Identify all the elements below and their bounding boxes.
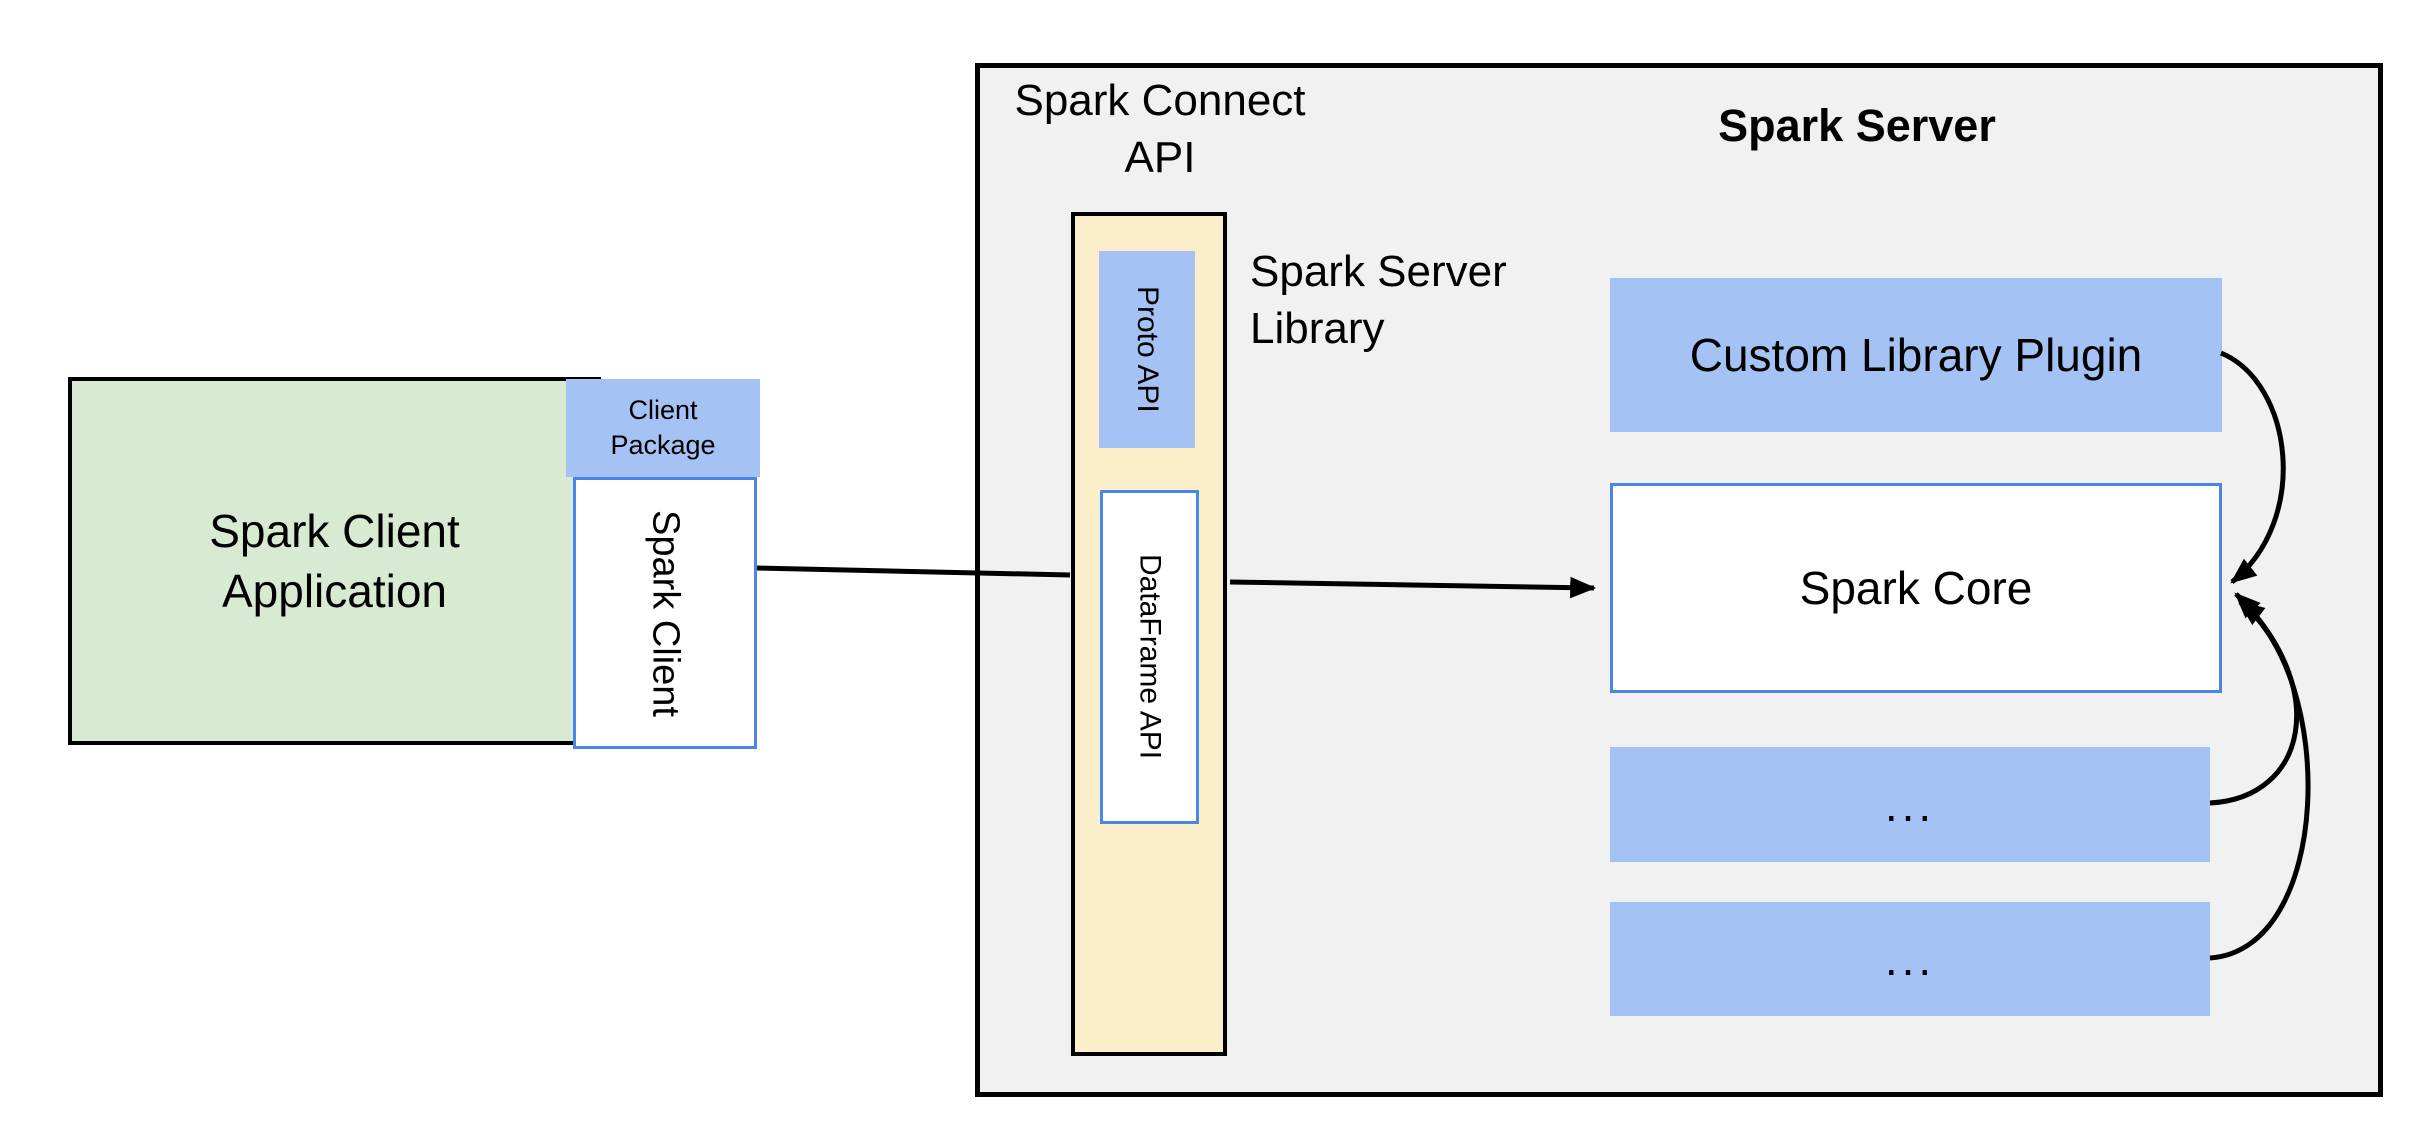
client-package-label-line2: Package xyxy=(610,430,716,460)
spark-server-title: Spark Server xyxy=(1718,100,1996,151)
spark-client-label: Spark Client xyxy=(644,509,687,717)
more-plugins-box-1: ... xyxy=(1610,747,2210,862)
spark-connect-api-label: Spark Connect API xyxy=(960,72,1360,186)
spark-server-library-label-line2: Library xyxy=(1250,304,1385,353)
custom-library-plugin-label: Custom Library Plugin xyxy=(1689,329,2143,381)
spark-client-application-box: Spark Client Application xyxy=(68,377,601,745)
more-plugins-label-2: ... xyxy=(1884,933,1936,985)
more-plugins-box-2: ... xyxy=(1610,902,2210,1016)
spark-core-label: Spark Core xyxy=(1799,562,2033,614)
spark-client-application-label: Spark Client Application xyxy=(209,501,460,621)
custom-library-plugin-box: Custom Library Plugin xyxy=(1610,278,2222,432)
dataframe-api-box: DataFrame API xyxy=(1100,490,1199,824)
spark-server-library-label: Spark Server Library xyxy=(1250,243,1670,357)
client-package-label: Client Package xyxy=(610,393,715,463)
spark-client-application-label-line2: Application xyxy=(221,565,448,617)
spark-client-box: Spark Client xyxy=(573,477,757,749)
proto-api-box: Proto API xyxy=(1099,251,1195,448)
spark-connect-api-label-line1: Spark Connect xyxy=(1014,76,1306,125)
more-plugins-label-1: ... xyxy=(1884,778,1936,831)
client-package-box: Client Package xyxy=(566,379,760,477)
spark-server-library-label-line1: Spark Server xyxy=(1250,247,1507,296)
client-package-label-line1: Client xyxy=(628,395,698,425)
dataframe-api-label: DataFrame API xyxy=(1133,554,1167,760)
spark-connect-api-label-line2: API xyxy=(1124,133,1196,182)
proto-api-label: Proto API xyxy=(1131,286,1164,413)
spark-client-application-label-line1: Spark Client xyxy=(209,505,460,557)
spark-core-box: Spark Core xyxy=(1610,483,2222,693)
